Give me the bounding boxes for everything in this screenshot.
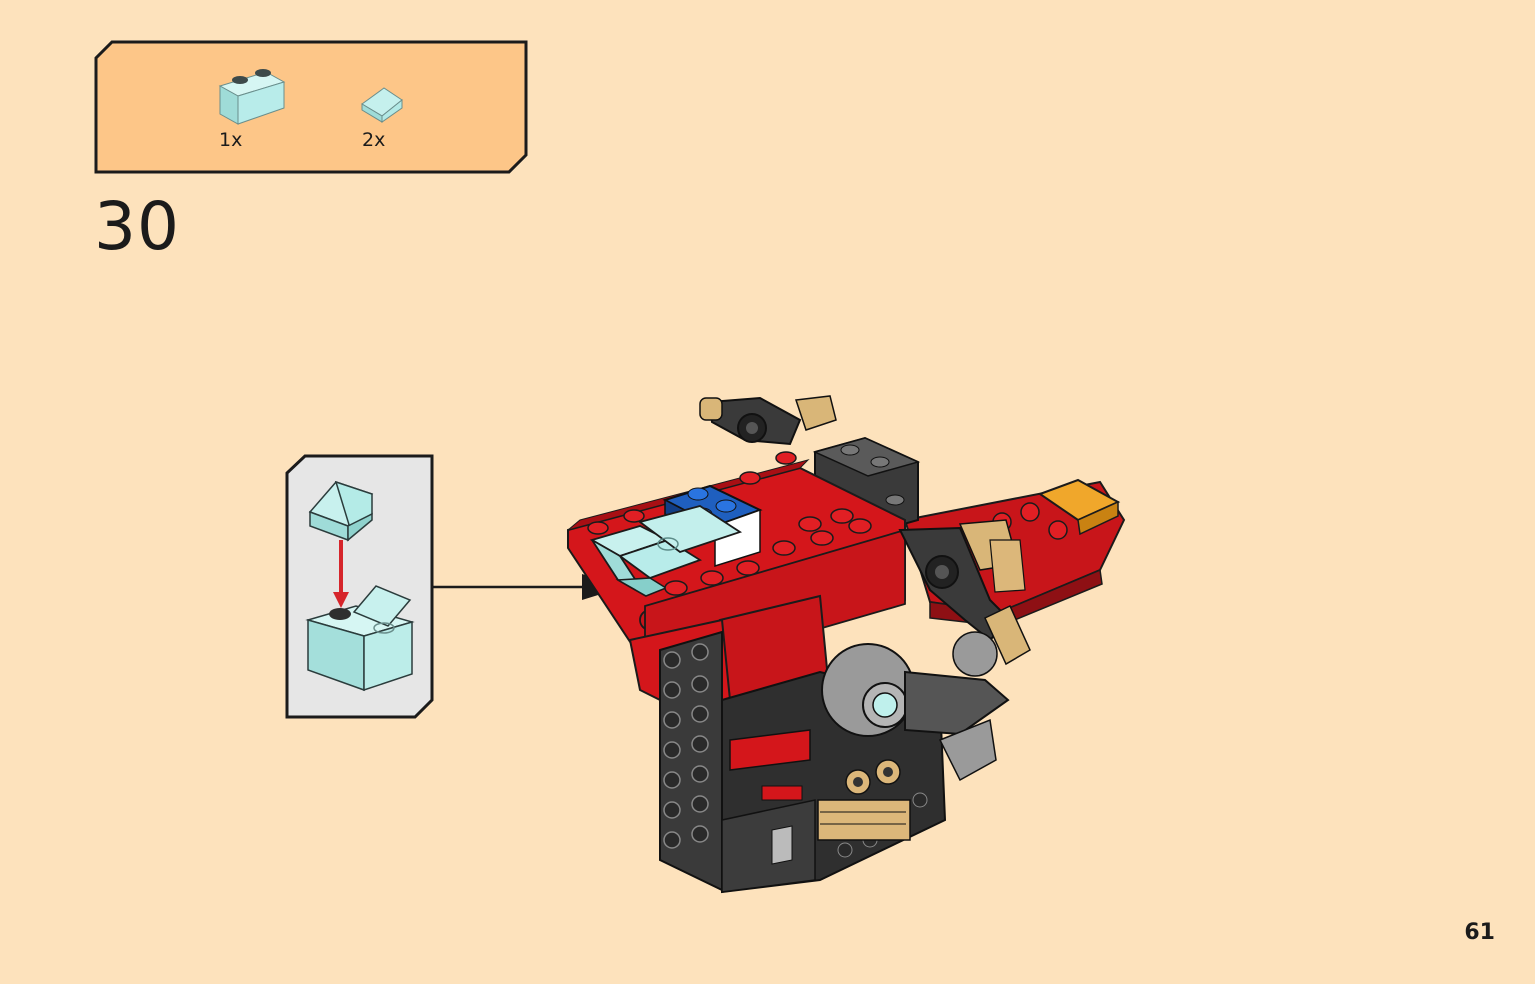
step-number: 30: [94, 188, 180, 265]
transparent-slope-icon: [361, 87, 403, 123]
transparent-brick-assembly: [305, 585, 415, 692]
part-quantity-1: 1x: [219, 129, 243, 151]
tan-details: [817, 539, 1026, 841]
part-quantity-2: 2x: [362, 129, 386, 151]
new-transparent-slopes: [589, 505, 743, 597]
top-arm-hinge: [699, 395, 837, 446]
red-studs: [587, 451, 872, 596]
grey-engine: [821, 631, 1010, 782]
transparent-1x2-brick-icon: [218, 69, 286, 125]
page-number: 61: [1464, 920, 1495, 945]
blue-plate: [662, 484, 763, 568]
assembly-down-arrow-icon: [333, 540, 349, 608]
transparent-slope-piece: [308, 480, 374, 542]
black-side-block: [659, 630, 723, 892]
